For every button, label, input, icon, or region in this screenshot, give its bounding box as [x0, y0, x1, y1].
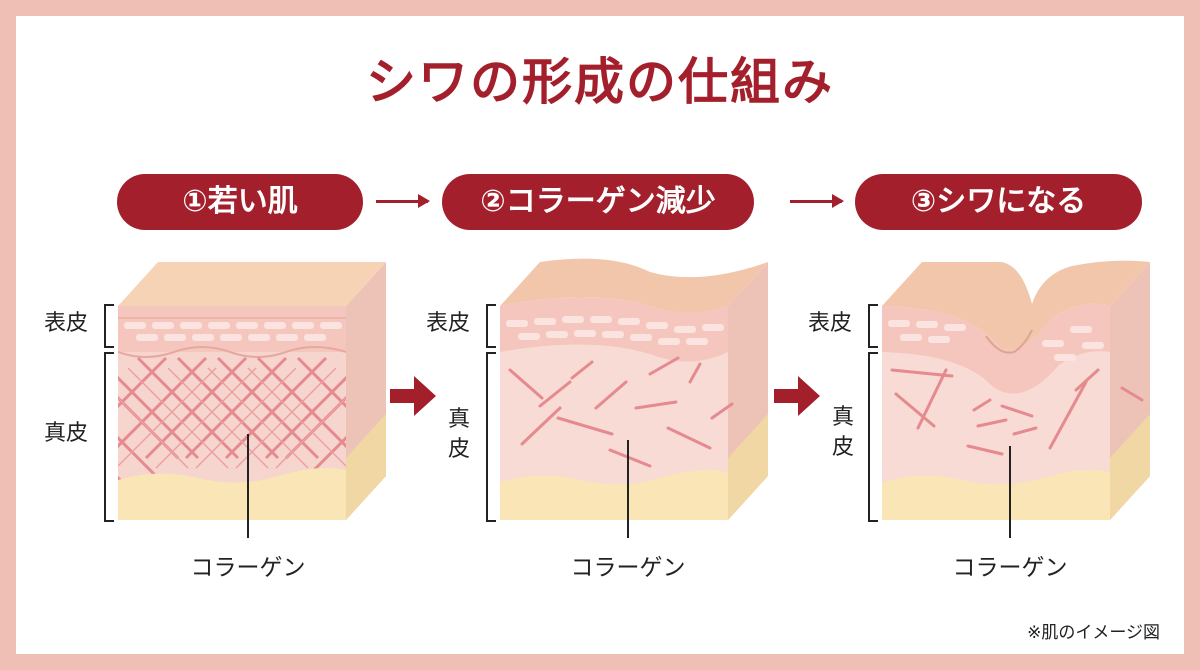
- dermis-bracket-1: [104, 352, 114, 522]
- illustration-note: ※肌のイメージ図: [1027, 623, 1160, 643]
- epidermis-label-1: 表皮: [44, 311, 89, 336]
- epidermis-bracket-3: [868, 304, 878, 348]
- dermis-label-2-bottom: 皮: [448, 437, 471, 462]
- dermis-label-3-bottom: 皮: [832, 435, 855, 460]
- collagen-label-3: コラーゲン: [952, 555, 1068, 581]
- dermis-label-3-top: 真: [832, 405, 855, 430]
- epidermis-bracket-1: [104, 304, 114, 348]
- transition-arrow-1: [390, 376, 436, 416]
- step-arrow-2: [790, 194, 844, 208]
- step-3-pill: ③シワになる: [855, 174, 1142, 230]
- epidermis-label-2: 表皮: [426, 311, 471, 336]
- dermis-label-1: 真皮: [44, 421, 89, 446]
- transition-arrow-2: [774, 376, 820, 416]
- epidermis-bracket-2: [486, 304, 496, 348]
- step-2-pill: ②コラーゲン減少: [442, 174, 754, 230]
- skin-block-wrinkle: [882, 260, 1150, 520]
- step-1-pill: ①若い肌: [117, 174, 363, 230]
- epidermis-label-3: 表皮: [808, 311, 853, 336]
- skin-block-young: [118, 262, 386, 520]
- dermis-bracket-2: [486, 352, 496, 522]
- dermis-label-2-top: 真: [448, 407, 471, 432]
- collagen-label-2: コラーゲン: [570, 555, 686, 581]
- skin-block-collagen-decrease: [500, 258, 768, 520]
- step-arrow-1: [376, 194, 430, 208]
- page-title: シワの形成の仕組み: [366, 53, 834, 111]
- dermis-bracket-3: [868, 352, 878, 522]
- collagen-label-1: コラーゲン: [190, 555, 306, 581]
